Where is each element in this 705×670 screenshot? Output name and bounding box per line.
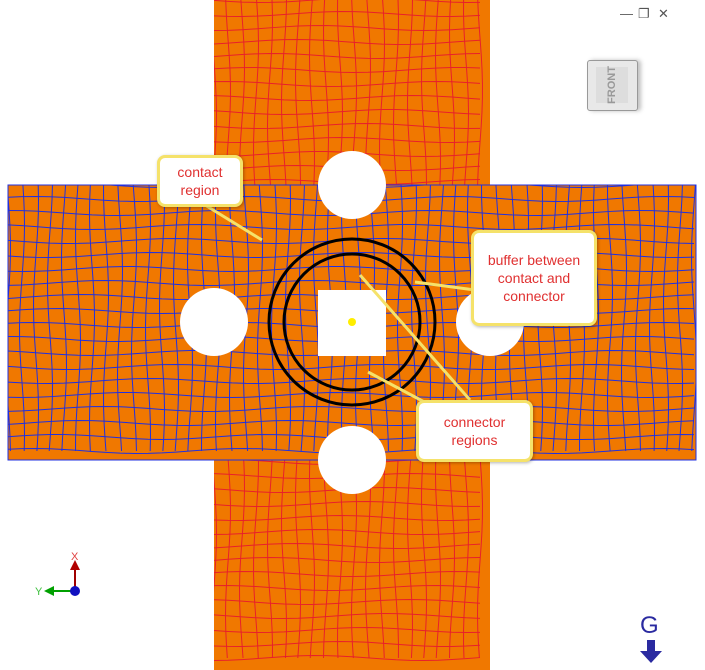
- callout-connector-regions: connector regions: [416, 400, 533, 462]
- minimize-button[interactable]: —: [620, 6, 633, 21]
- mesh-line: [593, 185, 599, 452]
- gravity-label: G: [640, 612, 659, 639]
- mesh-line: [214, 627, 481, 633]
- mesh-line: [8, 420, 695, 426]
- triad: X Y: [35, 551, 80, 598]
- center-marker: [348, 318, 356, 326]
- mesh-line: [214, 501, 481, 507]
- callout-contact-region: contact region: [157, 155, 243, 207]
- mesh-line: [621, 185, 628, 452]
- callout-leaders: [204, 203, 476, 407]
- hole-bottom: [318, 426, 386, 494]
- x-axis-label: X: [71, 551, 79, 563]
- mesh-line: [677, 185, 683, 452]
- mesh-line: [214, 0, 481, 3]
- mesh-line: [8, 189, 11, 452]
- mesh-line: [8, 364, 695, 370]
- mesh-line: [214, 571, 481, 577]
- mesh-line: [214, 81, 481, 87]
- mesh-line: [46, 185, 53, 452]
- mesh-line: [8, 378, 695, 384]
- mesh-line: [214, 39, 481, 45]
- mesh-line: [691, 185, 696, 452]
- mesh-line: [214, 25, 481, 31]
- mesh-line: [214, 543, 481, 549]
- y-axis-label: Y: [35, 586, 43, 598]
- mesh-line: [145, 185, 151, 452]
- mesh-line: [663, 185, 670, 452]
- callout-buffer: buffer between contact and connector: [471, 230, 597, 326]
- mesh-line: [649, 185, 655, 452]
- mesh-line: [214, 655, 481, 661]
- mesh-line: [214, 613, 481, 619]
- mesh-line: [33, 185, 39, 452]
- mesh-line: [214, 585, 481, 591]
- connector-outer-circle: [267, 237, 437, 407]
- mesh-line: [214, 515, 481, 521]
- mesh-line: [214, 11, 481, 17]
- mesh-line: [8, 406, 695, 412]
- mesh-line: [214, 53, 481, 59]
- mesh-line: [214, 137, 481, 143]
- mesh-line: [214, 109, 481, 116]
- mesh-line: [159, 185, 165, 452]
- mesh-line: [214, 123, 481, 129]
- mesh-line: [214, 640, 481, 647]
- mesh-line: [19, 185, 25, 452]
- bolt-holes: [180, 151, 524, 494]
- hole-left: [180, 288, 248, 356]
- mesh-line: [635, 185, 641, 452]
- gravity-arrow: [640, 640, 662, 663]
- close-button[interactable]: ✕: [658, 6, 669, 21]
- mesh-line: [607, 185, 613, 452]
- hole-top: [318, 151, 386, 219]
- view-cube-face[interactable]: FRONT: [596, 66, 628, 104]
- mesh-line: [8, 392, 695, 399]
- connector-inner-circle: [282, 252, 422, 392]
- mesh-line: [214, 95, 481, 101]
- mesh-line: [271, 185, 277, 452]
- mesh-line: [257, 185, 263, 452]
- restore-button[interactable]: ❐: [638, 6, 650, 21]
- mesh-line: [61, 185, 67, 452]
- mesh-line: [214, 598, 481, 605]
- mesh-line: [214, 67, 481, 73]
- mesh-line: [8, 224, 695, 231]
- mesh-line: [172, 185, 179, 452]
- mesh-line: [130, 185, 137, 452]
- mesh-line: [214, 557, 481, 563]
- mesh-line: [214, 529, 481, 535]
- view-cube[interactable]: FRONT: [587, 60, 638, 111]
